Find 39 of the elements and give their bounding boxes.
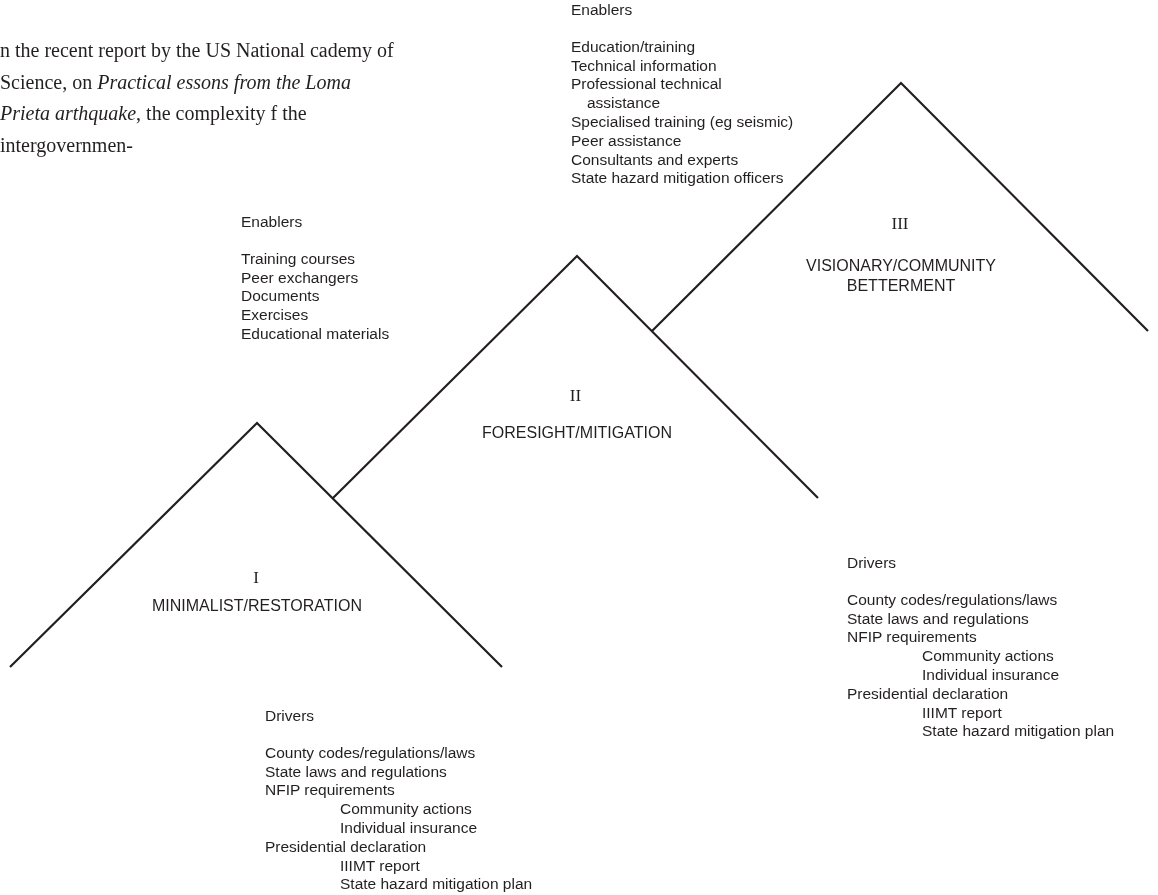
- list-item: Specialised training (eg seismic): [571, 113, 794, 132]
- list-item: Training courses: [241, 249, 356, 269]
- list-heading: Drivers: [265, 707, 316, 726]
- list-heading: Enablers: [571, 1, 634, 20]
- list-item: Educational materials: [241, 325, 390, 344]
- sub-list-item: State hazard mitigation plan: [922, 722, 1115, 742]
- list-item: NFIP requirements: [265, 781, 396, 801]
- sub-list-item: Community actions: [922, 647, 1055, 666]
- level-numeral: I: [253, 568, 259, 588]
- list-item: Documents: [241, 287, 321, 307]
- level-title: MINIMALIST/RESTORATION: [151, 596, 363, 616]
- list-item: Peer exchangers: [241, 268, 360, 288]
- level-title: VISIONARY/COMMUNITY BETTERMENT: [805, 256, 997, 296]
- sub-list-item: Individual insurance: [922, 666, 1060, 685]
- list-heading: Enablers: [241, 213, 304, 232]
- sub-list-item: IIIMT report: [340, 856, 421, 876]
- sub-list-item: State hazard mitigation plan: [340, 875, 533, 895]
- list-item: County codes/regulations/laws: [847, 590, 1059, 610]
- list-item: NFIP requirements: [847, 628, 978, 648]
- level-title: FORESIGHT/MITIGATION: [482, 423, 672, 443]
- list-heading: Drivers: [847, 554, 898, 573]
- list-item: Professional technical assistance: [571, 75, 723, 113]
- list-item: State laws and regulations: [265, 762, 448, 782]
- list-item: Exercises: [241, 306, 310, 325]
- list-item: Consultants and experts: [571, 150, 740, 170]
- list-item: Presidential declaration: [847, 684, 1010, 704]
- list-item: State laws and regulations: [847, 609, 1030, 629]
- list-item: Education/training: [571, 37, 697, 57]
- body-text-paragraph: n the recent report by the US National cademy of Science, on Practical essons from the Loma Prieta arthquake, the complexity f the intergovernmen-: [0, 38, 395, 159]
- sub-list-item: IIIMT report: [922, 703, 1003, 723]
- list-item: Presidential declaration: [265, 837, 428, 857]
- list-item: County codes/regulations/laws: [265, 743, 477, 763]
- list-item: Technical information: [571, 56, 718, 76]
- sub-list-item: Community actions: [340, 800, 473, 819]
- sub-list-item: Individual insurance: [340, 819, 478, 838]
- level-numeral: II: [569, 386, 582, 406]
- list-item: State hazard mitigation officers: [571, 169, 785, 189]
- list-item: Peer assistance: [571, 131, 683, 151]
- level-numeral: III: [891, 214, 909, 234]
